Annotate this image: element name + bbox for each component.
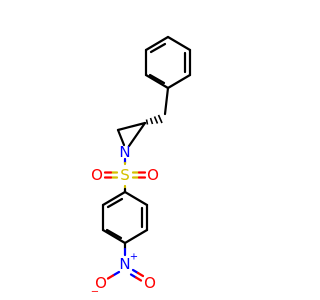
nitro-nitrogen-charge: + [130, 252, 138, 263]
stereo-hashed-bond [145, 114, 163, 125]
bond-nitro-o [111, 270, 121, 277]
hash-line [145, 119, 149, 125]
bond [166, 73, 192, 90]
bond-inner [106, 197, 124, 209]
hash-line [153, 116, 159, 124]
bond [144, 35, 170, 52]
nitro-oxygen-right-label: O [144, 274, 156, 292]
bond-nitro-o-double [134, 276, 143, 282]
bond-benzyl-ch2 [163, 86, 170, 116]
bond-nitro-o-double [136, 271, 145, 278]
sulfur-label: S [120, 166, 130, 184]
sulfonyl-oxygen-left-label: O [91, 166, 103, 184]
bond [123, 190, 149, 207]
bond-nitro-o [106, 274, 115, 280]
nitro-oxygen-left-label: O [95, 274, 107, 292]
bond-inner [105, 228, 123, 240]
bond [123, 228, 149, 245]
bond [101, 228, 127, 245]
bond-inner [149, 42, 167, 54]
bond-aziridine-cn [116, 128, 126, 147]
hash-line [149, 117, 154, 125]
sulfonyl-oxygen-right-label: O [147, 166, 159, 184]
bond-inner [148, 73, 166, 85]
phenyl-ring [144, 35, 192, 90]
nitro-nitrogen-label: N [119, 255, 130, 273]
bond-aziridine-cc [116, 121, 147, 132]
bond [144, 73, 170, 90]
hash-line [157, 114, 163, 124]
bond [101, 190, 127, 207]
bond-aziridine-cn [127, 121, 147, 148]
nitrophenyl-ring [101, 190, 149, 245]
nitro-oxygen-left-charge: − [91, 287, 99, 298]
bond [166, 35, 192, 52]
molecule-structure: N S O O N + O − O [91, 35, 192, 298]
aziridine-nitrogen-label: N [119, 143, 130, 161]
